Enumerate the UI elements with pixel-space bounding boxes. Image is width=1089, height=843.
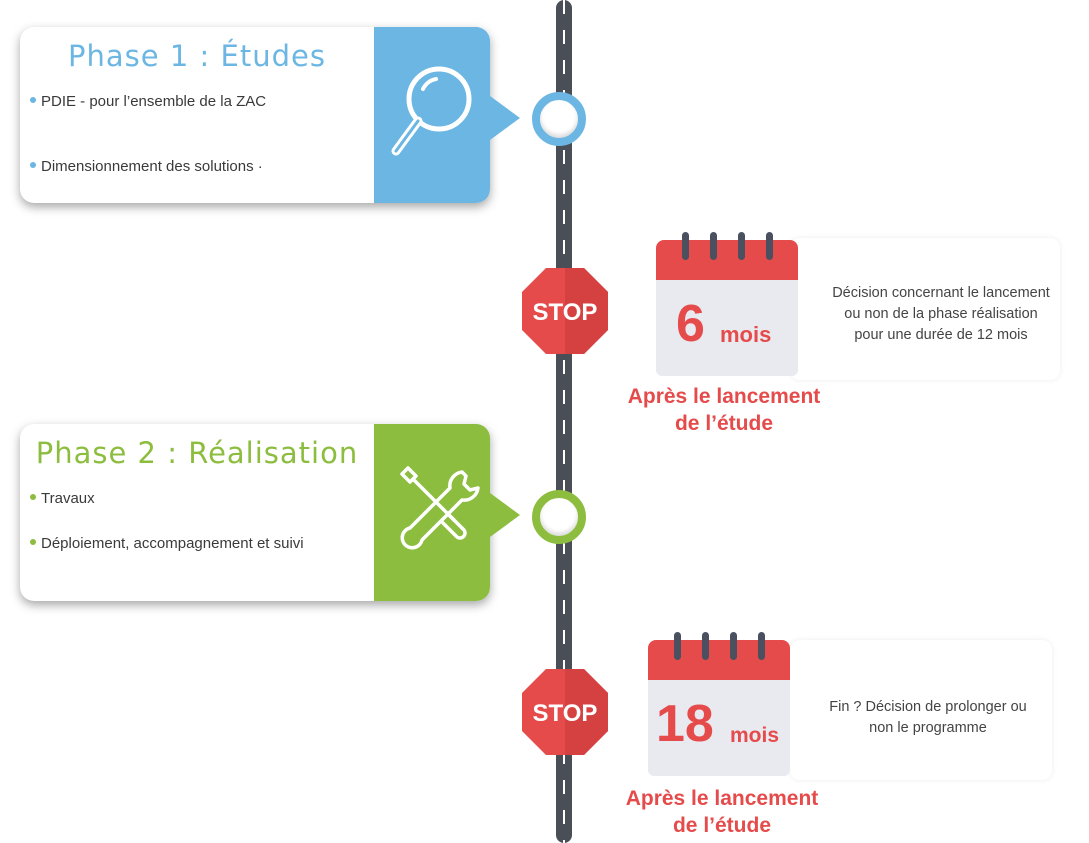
phase2-icon-panel: [374, 424, 490, 601]
after-line: de l’étude: [672, 814, 772, 837]
road-center-line: [563, 0, 565, 843]
tools-icon: [400, 466, 480, 550]
desc-line: Fin ? Décision de prolonger ou: [829, 699, 1027, 715]
calendar-18-months: 18 mois: [648, 632, 790, 776]
phase2-pointer: [490, 493, 520, 537]
calendar-ring: [758, 632, 765, 660]
calendar-header: [648, 640, 790, 680]
calendar-ring: [674, 632, 681, 660]
phase1-icon-panel: [374, 27, 490, 203]
phase1-title: Phase 1 : Études: [68, 39, 326, 73]
desc-line: non le programme: [869, 720, 987, 736]
desc-line: pour une durée de 12 mois: [854, 327, 1028, 343]
phase2-node: [532, 490, 586, 544]
bullet-dot: [30, 539, 36, 546]
calendar-header: [656, 240, 798, 280]
phase1-node: [532, 92, 586, 146]
bullet-dot: [30, 162, 36, 169]
bullet-text: Déploiement, accompagnement et suivi: [41, 535, 304, 552]
phase2-bullet-1: Travaux: [30, 490, 95, 507]
stop-text: STOP: [533, 299, 598, 326]
after-line: Après le lancement: [627, 385, 821, 408]
calendar-ring: [730, 632, 737, 660]
milestone1-number: 6: [676, 295, 705, 353]
milestone1-description: Décision concernant le lancement ou non …: [810, 283, 1072, 346]
after-line: Après le lancement: [625, 787, 819, 810]
milestone2-desc-box: [790, 640, 1052, 780]
phase1-bullet-1: PDIE - pour l’ensemble de la ZAC: [30, 93, 266, 110]
calendar-body: [648, 680, 790, 776]
calendar-body: [656, 280, 798, 376]
bullet-text: Dimensionnement des solutions ·: [41, 158, 263, 175]
calendar-ring: [702, 632, 709, 660]
milestone1-after-label: Après le lancement de l’étude: [600, 383, 848, 437]
calendar-ring: [738, 232, 745, 260]
milestone2-unit: mois: [730, 724, 780, 747]
milestone2-number: 18: [656, 695, 714, 753]
milestone2-after-label: Après le lancement de l’étude: [596, 785, 848, 839]
stop-sign-2: STOP: [522, 669, 608, 755]
phase2-bullet-2: Déploiement, accompagnement et suivi: [30, 535, 304, 552]
phase1-bullet-2: Dimensionnement des solutions ·: [30, 158, 263, 175]
after-line: de l’étude: [674, 412, 774, 435]
desc-line: ou non de la phase réalisation: [844, 306, 1038, 322]
milestone2-description: Fin ? Décision de prolonger ou non le pr…: [800, 697, 1056, 739]
calendar-ring: [766, 232, 773, 260]
bullet-text: PDIE - pour l’ensemble de la ZAC: [41, 93, 267, 110]
magnifier-icon: [391, 66, 472, 156]
phase1-card: Phase 1 : Études PDIE - pour l’ensemble …: [20, 27, 490, 203]
calendar-ring: [682, 232, 689, 260]
bullet-text: Travaux: [41, 490, 95, 507]
stop-text: STOP: [533, 700, 598, 727]
calendar-6-months: 6 mois: [656, 232, 798, 376]
phase2-card: Phase 2 : Réalisation Travaux Déploiemen…: [20, 424, 490, 601]
desc-line: Décision concernant le lancement: [832, 285, 1050, 301]
calendar-ring: [710, 232, 717, 260]
stop-sign-1: STOP: [522, 268, 608, 354]
phase1-pointer: [490, 96, 520, 140]
bullet-dot: [30, 494, 36, 501]
milestone1-unit: mois: [720, 322, 772, 347]
bullet-dot: [30, 97, 36, 104]
phase2-title: Phase 2 : Réalisation: [35, 436, 359, 470]
milestone1-desc-box: [790, 238, 1060, 380]
